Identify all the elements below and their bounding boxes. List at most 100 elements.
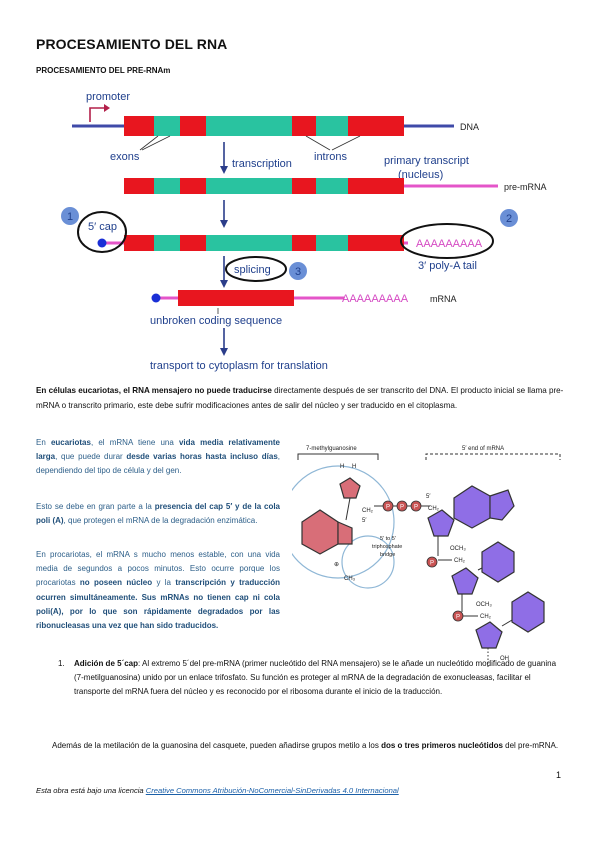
intron-block bbox=[154, 116, 180, 136]
coding-sequence-block bbox=[178, 290, 294, 306]
down-arrow-icon bbox=[220, 166, 228, 174]
polya-sequence: AAAAAAAAA bbox=[416, 238, 483, 250]
section-subtitle: PROCESAMIENTO DEL PRE-RNAm bbox=[36, 66, 171, 75]
text-run: , el mRNA tiene una bbox=[90, 438, 179, 447]
exon-block bbox=[180, 235, 206, 251]
methylguanosine-label: 7-methylguanosine bbox=[306, 446, 357, 452]
license-footer: Esta obra está bajo una licencia Creativ… bbox=[36, 786, 399, 795]
exon-block bbox=[292, 116, 316, 136]
exons-label: exons bbox=[110, 151, 140, 163]
text-run-bold: presencia del cap 5′ y de la cola poli (… bbox=[36, 502, 280, 526]
phosphate-icon bbox=[426, 556, 438, 568]
ribose-3-icon bbox=[475, 621, 503, 649]
intron-block bbox=[316, 178, 348, 194]
exon-block bbox=[180, 116, 206, 136]
bridge-label-3: bridge bbox=[380, 552, 395, 558]
mrna-label: mRNA bbox=[430, 294, 457, 304]
license-prefix: Esta obra está bajo una licencia bbox=[36, 786, 146, 795]
cap-5prime-label: 5′ bbox=[362, 518, 367, 524]
nt1-ch2-label: CH₂ bbox=[428, 506, 440, 512]
bridge-label-1: 5′ to 5′ bbox=[380, 536, 396, 542]
exon-block bbox=[292, 178, 316, 194]
five-prime-cap-structure-figure: 7-methylguanosine 5′ end of mRNA ⊕ CH₃ H… bbox=[292, 446, 561, 668]
text-run-bold: dos o tres primeros nucleótidos bbox=[381, 741, 503, 750]
nt3-ch2-label: CH₂ bbox=[480, 614, 492, 620]
cap-tail-paragraph: Esto se debe en gran parte a la presenci… bbox=[36, 500, 280, 528]
intron-block bbox=[154, 178, 180, 194]
step-2-number: 2 bbox=[506, 213, 512, 225]
phosphate-label: P bbox=[414, 505, 418, 511]
bridge-region-circle bbox=[341, 535, 395, 589]
intro-rest: directamente después de ser transcrito d… bbox=[36, 386, 564, 410]
exon-block bbox=[348, 116, 404, 136]
text-run: , que puede durar bbox=[55, 452, 127, 462]
text-run: , dependiendo del tipo de célula y del g… bbox=[36, 452, 280, 476]
phosphate-icon bbox=[410, 500, 422, 512]
exon-block bbox=[124, 116, 154, 136]
h-label: H bbox=[352, 464, 356, 470]
exon-block bbox=[124, 178, 154, 194]
nt1-5prime-label: 5′ bbox=[426, 494, 431, 500]
text-run: Esto se debe en gran parte a la bbox=[36, 502, 155, 511]
pre-mrna-label: pre-mRNA bbox=[504, 182, 547, 192]
base-2-icon bbox=[481, 541, 515, 583]
och3-label: OCH₃ bbox=[450, 546, 466, 552]
phosphate-label: P bbox=[456, 615, 460, 621]
step-1-badge bbox=[61, 207, 79, 225]
exon-block bbox=[348, 235, 404, 251]
down-arrow-icon bbox=[220, 348, 228, 356]
prokaryote-paragraph: En procariotas, el mRNA s mucho menos es… bbox=[36, 548, 280, 633]
exon-block bbox=[292, 235, 316, 251]
dna-label: DNA bbox=[460, 122, 479, 132]
phosphate-label: P bbox=[386, 505, 390, 511]
methylation-paragraph: Además de la metilación de la guanosina … bbox=[52, 739, 564, 753]
text-run: Además de la metilación de la guanosina … bbox=[52, 741, 382, 750]
primary-transcript-label: primary transcript bbox=[384, 155, 469, 167]
text-run-bold: no poseen núcleo bbox=[79, 578, 153, 588]
phosphate-icon bbox=[396, 500, 408, 512]
intron-block bbox=[316, 116, 348, 136]
cap-label: 5′ cap bbox=[88, 221, 117, 233]
intron-block bbox=[154, 235, 180, 251]
text-run: En procariotas, el mRNA s mucho menos es… bbox=[36, 550, 280, 588]
step-2-badge bbox=[500, 209, 518, 227]
page-title: PROCESAMIENTO DEL RNA bbox=[36, 36, 228, 52]
cap-ribose-icon bbox=[339, 477, 361, 499]
ribose-2-icon bbox=[451, 567, 479, 595]
oh-label: OH bbox=[500, 656, 509, 662]
transcription-label: transcription bbox=[232, 158, 292, 170]
ch3-label: CH₃ bbox=[344, 576, 356, 582]
text-run-bold: desde varias horas hasta incluso días bbox=[126, 452, 278, 462]
step-1-number: 1 bbox=[67, 211, 73, 223]
polya-highlight-ellipse bbox=[400, 223, 494, 259]
plus-sign: ⊕ bbox=[334, 562, 339, 568]
guanine-base-icon bbox=[301, 509, 339, 555]
phosphate-icon bbox=[382, 500, 394, 512]
exon-block bbox=[124, 235, 154, 251]
text-run: del pre-mRNA. bbox=[502, 741, 559, 750]
list-item-number: 1. bbox=[58, 659, 65, 668]
page-number: 1 bbox=[556, 770, 562, 780]
intron-block bbox=[206, 235, 292, 251]
text-run: , que protegen el mRNA de la degradación… bbox=[63, 516, 258, 526]
promoter-arrow-icon bbox=[89, 107, 106, 122]
text-run: y la bbox=[152, 578, 176, 588]
base-3-icon bbox=[511, 591, 545, 633]
och3-label: OCH₃ bbox=[476, 602, 492, 608]
cap-dot-icon bbox=[97, 238, 107, 248]
splicing-highlight-ellipse bbox=[225, 256, 287, 282]
introns-label: introns bbox=[314, 151, 348, 163]
text-run-bold: transcripción y traducción ocurren simul… bbox=[36, 578, 280, 631]
cap-highlight-ellipse bbox=[77, 211, 127, 253]
list-item-text: : Al extremo 5´del pre-mRNA (primer nucl… bbox=[74, 659, 557, 697]
h-label: H bbox=[340, 464, 344, 470]
intron-block bbox=[206, 116, 292, 136]
nucleus-label: (nucleus) bbox=[398, 169, 443, 181]
polya-sequence-mrna: AAAAAAAAA bbox=[342, 293, 409, 305]
phosphate-label: P bbox=[400, 505, 404, 511]
text-run: En bbox=[36, 438, 51, 447]
down-arrow-icon bbox=[220, 220, 228, 228]
license-link[interactable]: Creative Commons Atribución-NoComercial-… bbox=[145, 786, 399, 795]
step-3-number: 3 bbox=[295, 266, 301, 278]
five-end-label: 5′ end of mRNA bbox=[462, 446, 504, 452]
